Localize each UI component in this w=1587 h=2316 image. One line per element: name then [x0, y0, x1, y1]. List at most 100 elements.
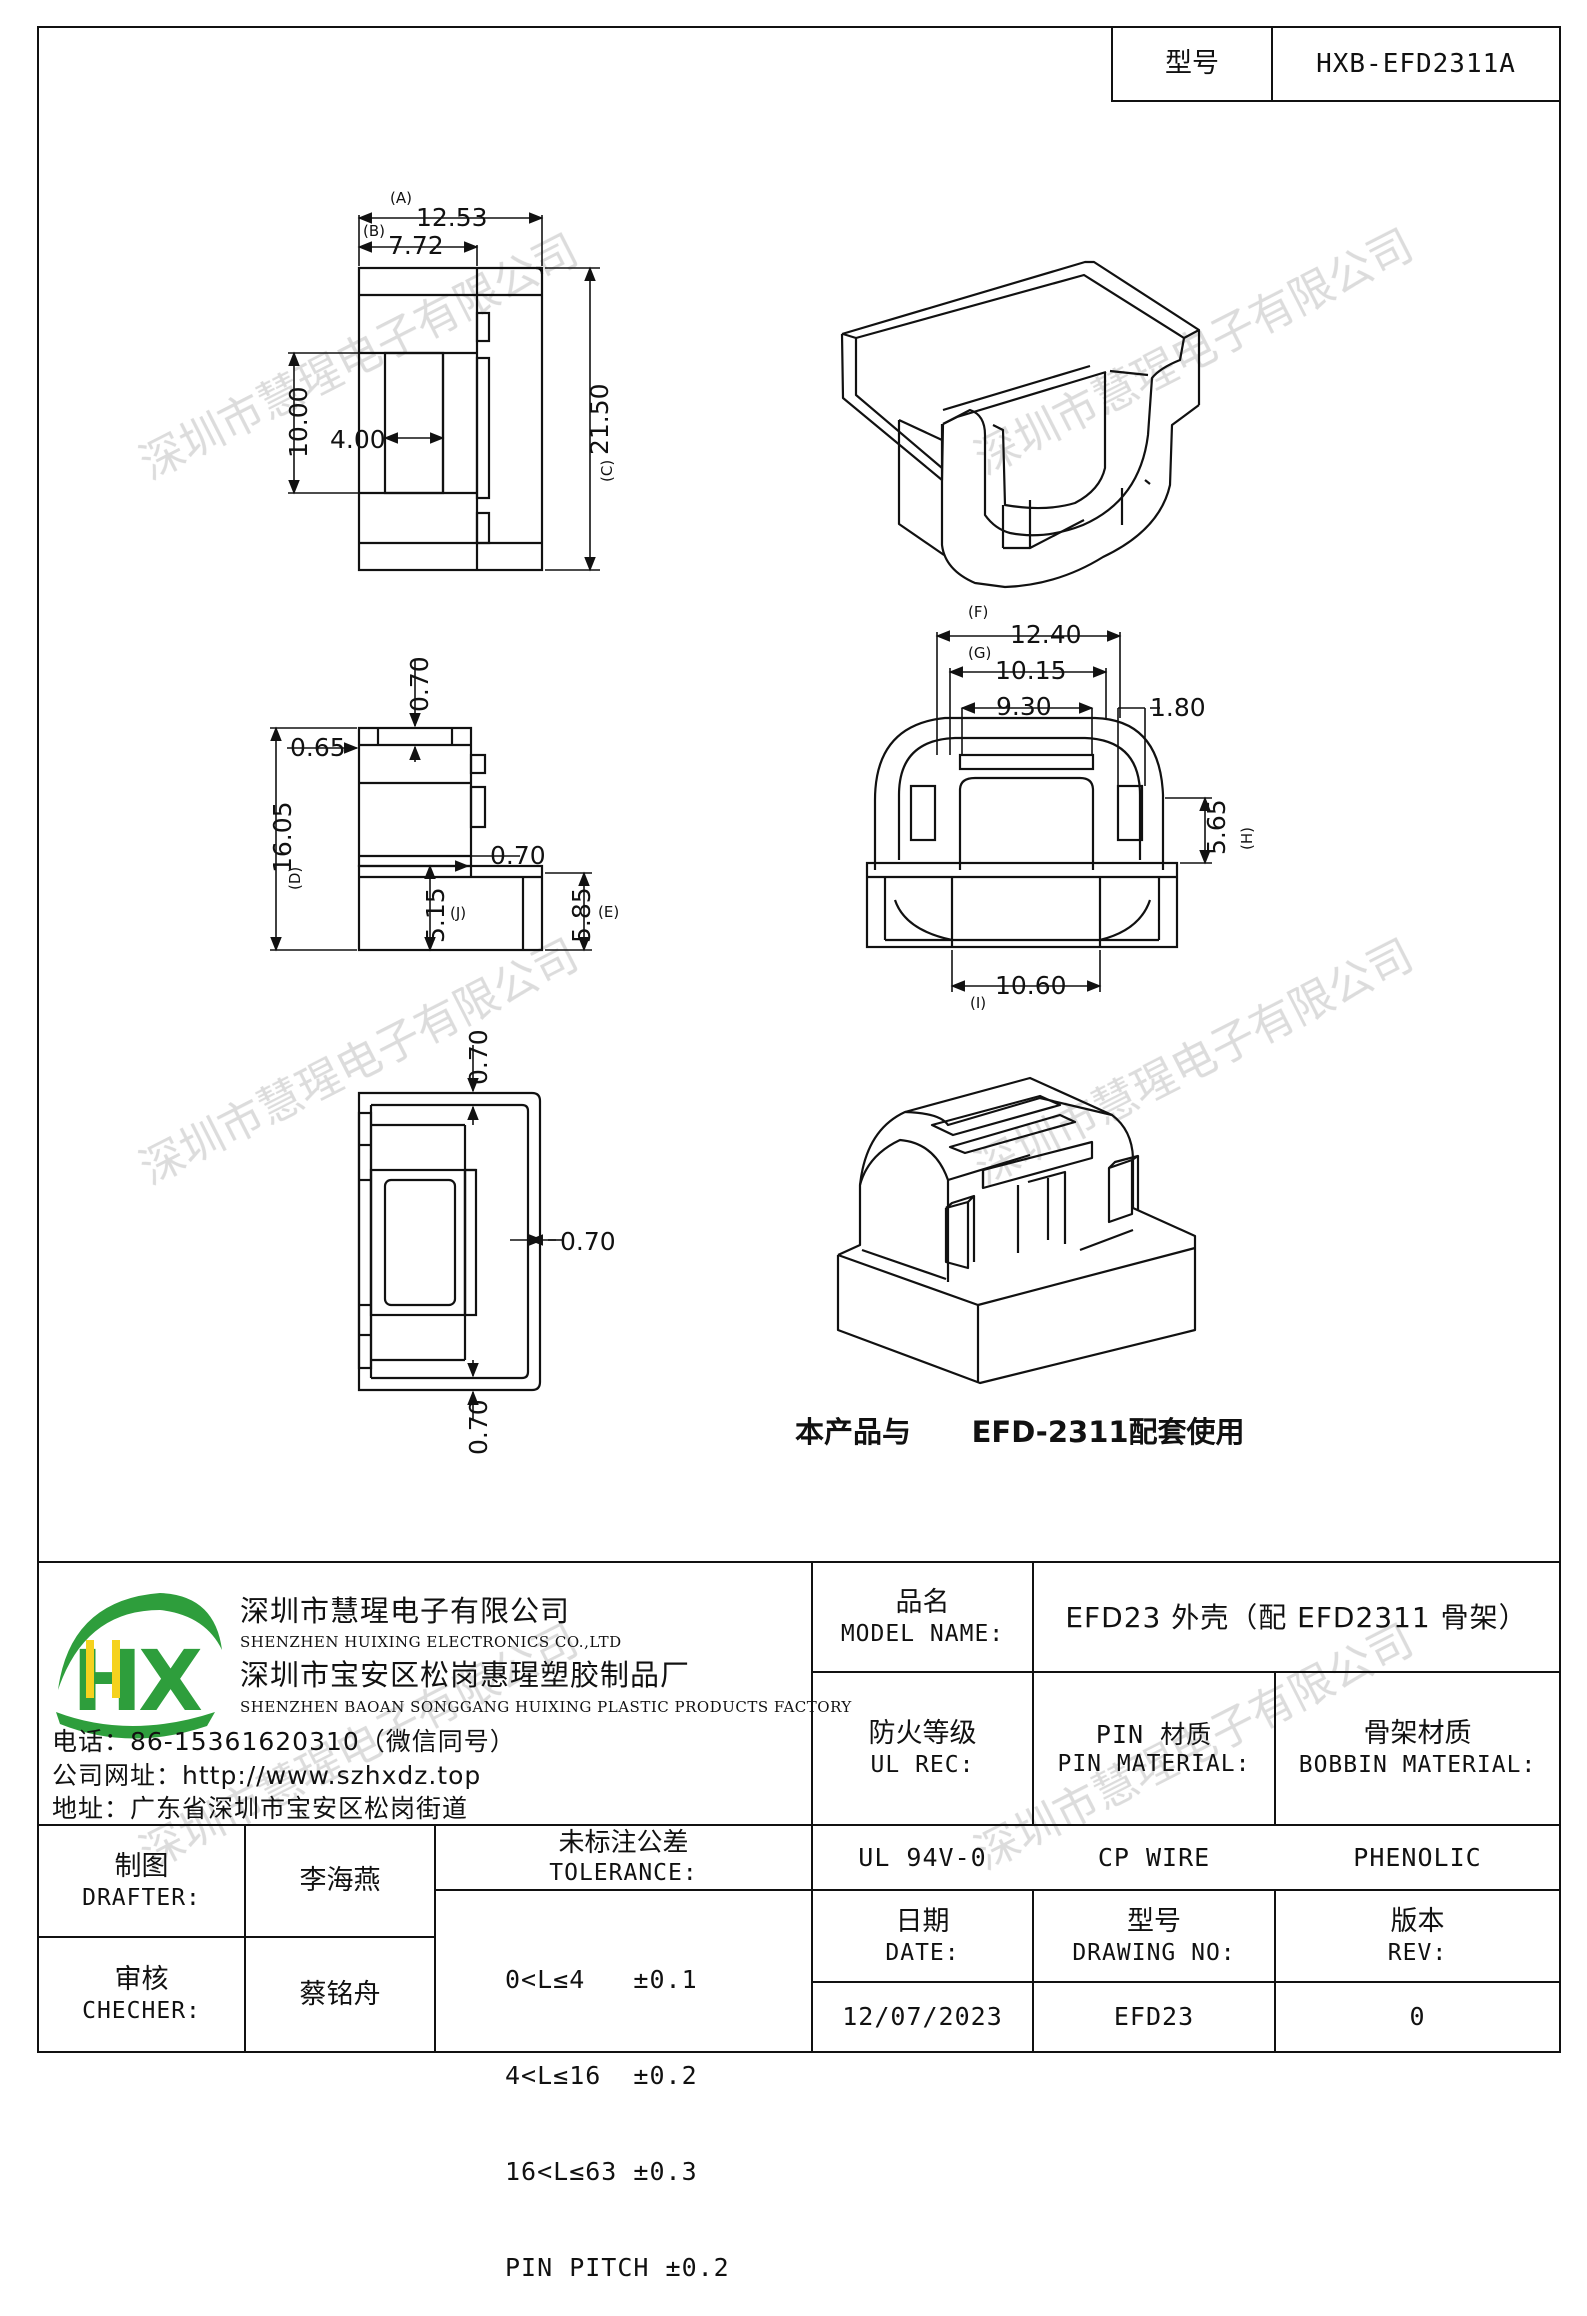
side-view-dim-labels: 0.70 0.65 16.05 (D) 0.70 5.15 (J) 5.85 (…: [268, 656, 619, 943]
front-view-dim-labels: (F) 12.40 (G) 10.15 9.30 1.80 5.65 (H) (…: [968, 603, 1256, 1012]
model-name-value: EFD23 外壳（配 EFD2311 骨架）: [1065, 1600, 1528, 1634]
dim-tag-h: (H): [1238, 827, 1256, 850]
iso-view-top: [840, 260, 1201, 589]
tolerance-line-3: 16<L≤63 ±0.3: [505, 2157, 698, 2186]
title-block-grid: [38, 1561, 1560, 2052]
dim-wall-mid: 0.70: [490, 841, 546, 870]
model-name-label-zh: 品名: [895, 1586, 950, 1618]
watermark-2: 深圳市慧瑆电子有限公司: [967, 220, 1421, 485]
drawing-number-value: EFD23: [1113, 2002, 1195, 2032]
dim-tag-i: (I): [970, 994, 986, 1012]
side-view-dims: [270, 660, 592, 952]
dim-tag-g: (G): [968, 644, 991, 662]
drafter-label-en: DRAFTER:: [82, 1884, 201, 1911]
dim-h: 5.65: [1202, 799, 1231, 855]
dim-tag-b: (B): [363, 222, 385, 240]
model-name-label: 品名 MODEL NAME:: [812, 1562, 1033, 1672]
sheet-border: [37, 26, 1561, 2053]
drawing-number-label-en: DRAWING NO:: [1072, 1939, 1236, 1966]
dim-f: 12.40: [1010, 620, 1082, 649]
logo-letters: HX: [72, 1632, 202, 1730]
dim-window-height: 10.00: [284, 386, 313, 458]
model-value: HXB-EFD2311A: [1316, 48, 1516, 79]
tolerance-label-en: TOLERANCE:: [549, 1860, 698, 1887]
revision-label: 版本 REV:: [1275, 1890, 1560, 1982]
date-label-en: DATE:: [885, 1939, 960, 1966]
pin-material-label-zh: PIN 材质: [1095, 1719, 1213, 1749]
dim-c: 21.50: [585, 383, 614, 455]
front-view: [865, 716, 1179, 949]
fire-rating-value: UL 94V-0: [858, 1842, 987, 1872]
date-value: 12/07/2023: [842, 2002, 1003, 2032]
dim-lip: 0.65: [290, 733, 346, 762]
revision-label-en: REV:: [1387, 1939, 1448, 1966]
company-website: 公司网址：http://www.szhxdz.top: [52, 1761, 482, 1790]
company-name-1: 深圳市慧瑆电子有限公司: [240, 1594, 571, 1628]
model-name-label-en: MODEL NAME:: [840, 1620, 1005, 1647]
drawing-number-label: 型号 DRAWING NO:: [1033, 1890, 1275, 1982]
dim-g: 10.15: [995, 656, 1067, 685]
bobbin-material-value: PHENOLIC: [1353, 1842, 1482, 1872]
bottom-view: [357, 1091, 542, 1392]
bobbin-material-label-en: BOBBIN MATERIAL:: [1298, 1752, 1537, 1778]
tolerance-line-1: 0<L≤4 ±0.1: [505, 1965, 698, 1994]
company-logo: HX: [56, 1593, 222, 1739]
top-view: [357, 266, 544, 572]
dim-bottom-bottom: 0.70: [464, 1399, 493, 1455]
bobbin-material-label: 骨架材质 BOBBIN MATERIAL:: [1275, 1672, 1560, 1825]
top-view-dim-labels: (A) 12.53 (B) 7.72 21.50 (C) 10.00 4.00: [284, 189, 616, 482]
company-phone: 电话：86-15361620310（微信同号）: [52, 1727, 516, 1756]
bobbin-material-label-zh: 骨架材质: [1363, 1718, 1472, 1750]
dim-b: 7.72: [388, 231, 444, 260]
revision-value: 0: [1409, 2002, 1426, 2032]
drafter-label-zh: 制图: [114, 1850, 169, 1882]
dim-window-width: 4.00: [330, 425, 386, 454]
watermark-4: 深圳市慧瑆电子有限公司: [967, 930, 1421, 1195]
top-view-dims: [288, 212, 600, 572]
pin-material-value: CP WIRE: [1097, 1842, 1211, 1872]
dim-bottom-top: 0.70: [464, 1029, 493, 1085]
checker-value: 蔡铭舟: [299, 1978, 381, 2010]
dim-tag-c: (C): [598, 460, 616, 482]
fire-rating-label: 防火等级 UL REC:: [812, 1672, 1033, 1825]
dim-tag-e: (E): [598, 903, 619, 921]
technical-drawing: 深圳市慧瑆电子有限公司 深圳市慧瑆电子有限公司 深圳市慧瑆电子有限公司 深圳市慧…: [37, 26, 1561, 2053]
drawing-sheet: 深圳市慧瑆电子有限公司 深圳市慧瑆电子有限公司 深圳市慧瑆电子有限公司 深圳市慧…: [37, 26, 1561, 2282]
tolerance-line-4: PIN PITCH ±0.2: [505, 2253, 730, 2282]
checker-label-en: CHECHER:: [82, 1998, 201, 2024]
checker-label-zh: 审核: [114, 1964, 169, 1996]
dim-tag-f: (F): [968, 603, 988, 621]
bottom-view-dims: [467, 1045, 562, 1420]
tolerance-list: 0<L≤4 ±0.1 4<L≤16 ±0.2 16<L≤63 ±0.3 PIN …: [505, 1900, 805, 2316]
date-label-zh: 日期: [895, 1905, 950, 1937]
dim-j: 5.15: [421, 887, 450, 943]
dim-tag-a: (A): [390, 189, 412, 207]
tolerance-label: 未标注公差 TOLERANCE:: [435, 1825, 812, 1890]
dim-tag-j: (J): [450, 904, 466, 922]
company-name-1-en: SHENZHEN HUIXING ELECTRONICS CO.,LTD: [240, 1633, 622, 1651]
dim-i: 10.60: [995, 971, 1067, 1000]
checker-label: 审核 CHECHER:: [38, 1937, 245, 2052]
tolerance-label-zh: 未标注公差: [558, 1827, 689, 1858]
fire-rating-label-zh: 防火等级: [868, 1718, 977, 1750]
iso-view-bottom: [836, 1076, 1197, 1385]
compatibility-note: 本产品与 EFD-2311配套使用: [795, 1415, 1245, 1449]
company-name-2-en: SHENZHEN BAOAN SONGGANG HUIXING PLASTIC …: [240, 1698, 852, 1716]
drafter-label: 制图 DRAFTER:: [38, 1825, 245, 1937]
front-view-dims: [935, 630, 1212, 992]
pin-material-label: PIN 材质 PIN MATERIAL:: [1033, 1672, 1275, 1825]
pin-material-label-en: PIN MATERIAL:: [1057, 1750, 1251, 1777]
company-name-2: 深圳市宝安区松岗惠瑆塑胶制品厂: [240, 1658, 691, 1692]
date-label: 日期 DATE:: [812, 1890, 1033, 1982]
drafter-value: 李海燕: [299, 1865, 381, 1897]
dim-tab: 1.80: [1150, 693, 1206, 722]
dim-e: 5.85: [567, 887, 596, 943]
fire-rating-label-en: UL REC:: [870, 1752, 975, 1778]
drawing-number-label-zh: 型号: [1127, 1905, 1181, 1937]
dim-bottom-right: 0.70: [560, 1227, 616, 1256]
revision-label-zh: 版本: [1390, 1905, 1445, 1937]
dim-tag-d: (D): [286, 867, 304, 890]
bottom-view-dim-labels: 0.70 0.70 0.70: [464, 1029, 616, 1455]
dim-a: 12.53: [416, 203, 488, 232]
tolerance-line-2: 4<L≤16 ±0.2: [505, 2061, 698, 2090]
